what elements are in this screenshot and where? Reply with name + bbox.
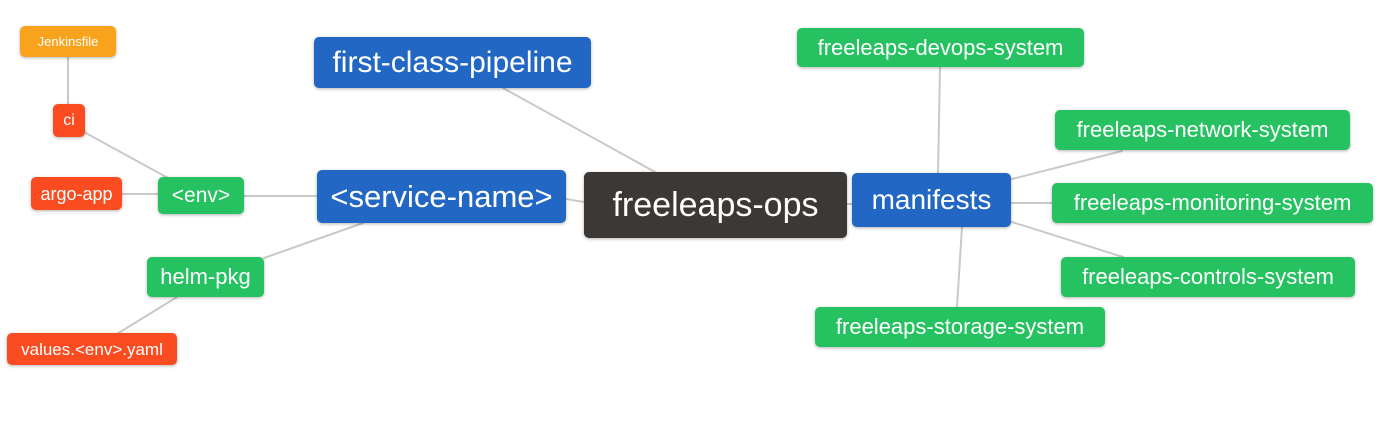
node-ci[interactable]: ci [53,104,85,137]
edge-service-name-freeleaps-ops [565,198,585,203]
node-env[interactable]: <env> [158,177,244,214]
edge-manifests-controls-system [1011,221,1124,258]
node-service-name[interactable]: <service-name> [317,170,566,223]
edge-manifests-storage-system [956,226,963,308]
node-manifests[interactable]: manifests [852,173,1011,227]
edge-ci-env [83,131,169,179]
edge-manifests-devops-system [937,66,941,175]
edge-service-name-helm-pkg [263,222,364,259]
node-helm-pkg[interactable]: helm-pkg [147,257,264,297]
node-freeleaps-ops[interactable]: freeleaps-ops [584,172,847,238]
node-monitoring-system[interactable]: freeleaps-monitoring-system [1052,183,1373,223]
node-storage-system[interactable]: freeleaps-storage-system [815,307,1105,347]
edge-manifests-network-system [1011,150,1123,180]
node-jenkinsfile[interactable]: Jenkinsfile [20,26,116,57]
node-controls-system[interactable]: freeleaps-controls-system [1061,257,1355,297]
node-first-class-pipeline[interactable]: first-class-pipeline [314,37,591,88]
edge-helm-pkg-values-env-yaml [116,296,178,335]
node-values-env-yaml[interactable]: values.<env>.yaml [7,333,177,365]
node-devops-system[interactable]: freeleaps-devops-system [797,28,1084,67]
node-network-system[interactable]: freeleaps-network-system [1055,110,1350,150]
node-argo-app[interactable]: argo-app [31,177,122,210]
edge-first-class-pipeline-freeleaps-ops [502,87,656,173]
